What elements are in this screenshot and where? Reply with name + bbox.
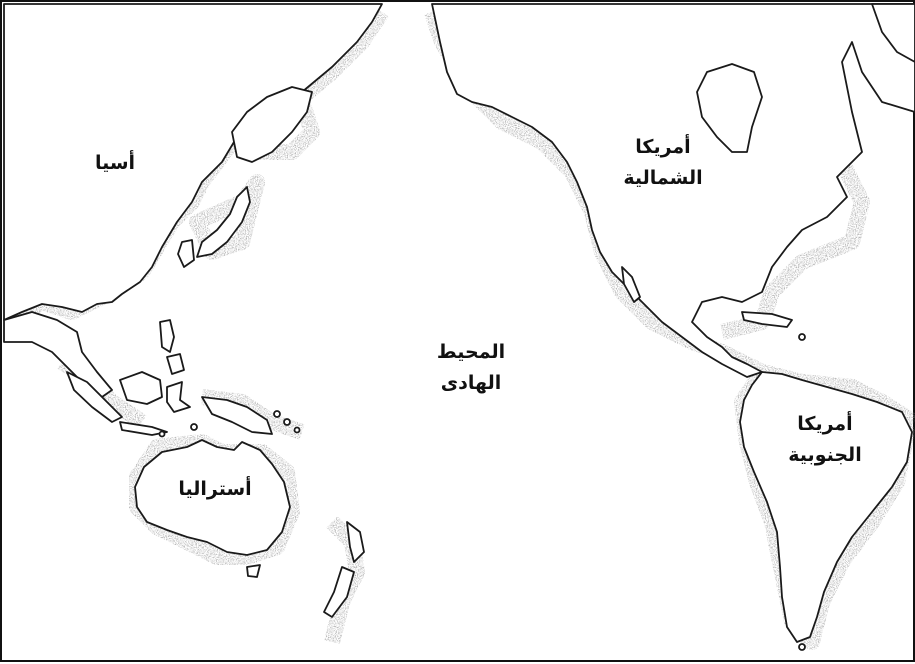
new-guinea-coast <box>201 396 273 435</box>
label-australia: أستراليا <box>178 478 252 500</box>
label-pacific-ocean: المحيط الهادى <box>436 341 506 394</box>
label-south-america: أمريكا الجنوبية <box>788 413 862 466</box>
sulawesi-coast <box>166 381 191 413</box>
asia-coast <box>3 3 383 321</box>
label-north-america: أمريكا الشمالية <box>623 136 703 189</box>
australia-coast <box>134 439 291 556</box>
coastlines <box>3 3 915 651</box>
se-asia-coast <box>3 311 113 398</box>
kamchatka-coast <box>231 86 313 163</box>
hudson-bay-coast <box>696 63 763 153</box>
north-america-coast <box>431 3 915 378</box>
philippines-coast <box>159 319 175 353</box>
korea-coast <box>177 239 195 268</box>
japan-coast <box>196 186 251 258</box>
borneo-coast <box>119 371 163 405</box>
label-asia: أسيا <box>94 152 136 174</box>
baja-coast <box>621 266 641 303</box>
sumatra-coast <box>66 371 123 423</box>
tasmania-coast <box>246 564 261 578</box>
new-zealand-coast <box>346 521 365 563</box>
south-america-coast <box>739 371 913 643</box>
